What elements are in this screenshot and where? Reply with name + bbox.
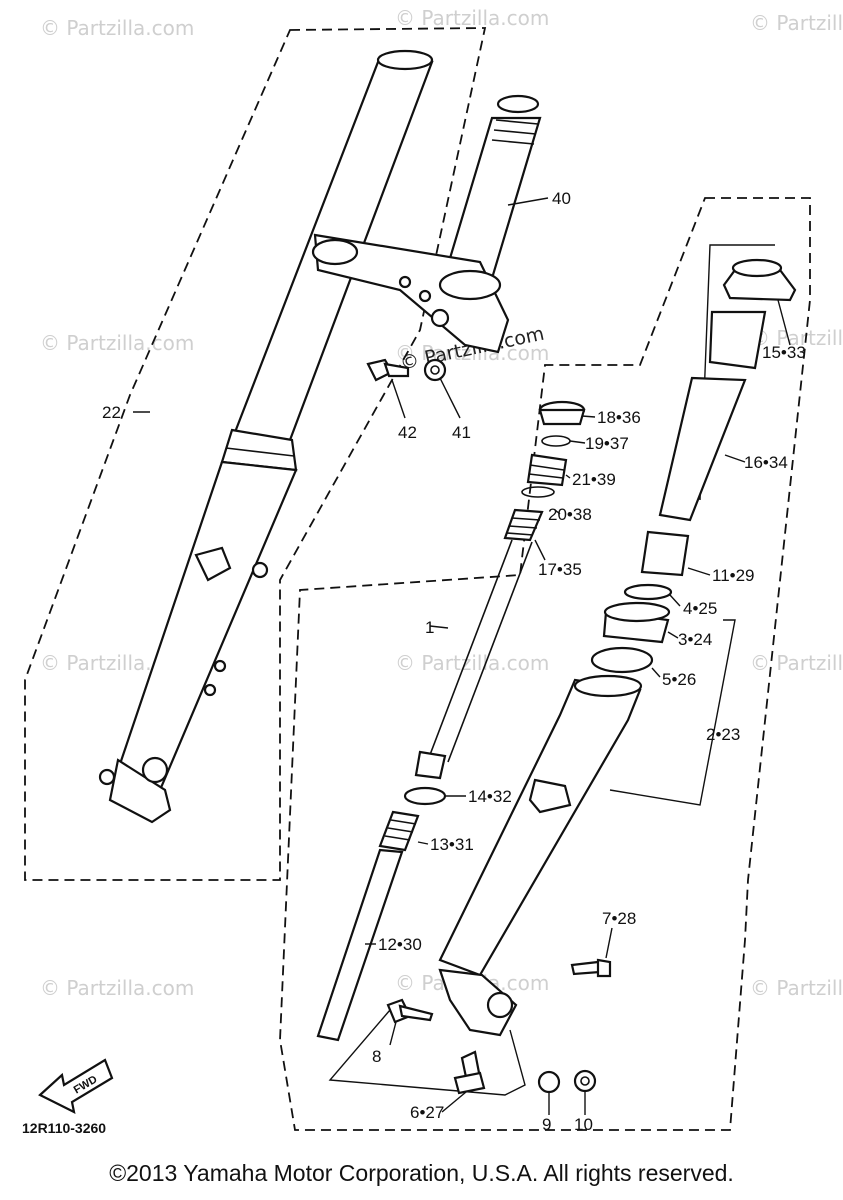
callout-14-32: 14•32 — [468, 787, 512, 806]
watermark: © Partzilla.com — [40, 976, 194, 1000]
watermark: © Partzilla.com — [750, 326, 843, 350]
callout-20-38: 20•38 — [548, 505, 592, 524]
leader-lines — [133, 197, 791, 1115]
forward-direction-arrow: FWD — [38, 1058, 114, 1114]
assembled-fork-leg — [98, 49, 434, 824]
right-assembly-boundary — [279, 197, 811, 1131]
group-bracket — [609, 619, 736, 806]
callout-21-39: 21•39 — [572, 470, 616, 489]
watermark: © Partzilla.com — [40, 331, 194, 355]
callout-2-23: 2•23 — [706, 725, 740, 744]
washer-41 — [423, 358, 447, 382]
callout-42: 42 — [398, 423, 417, 442]
watermark: © Partzilla.com — [395, 6, 549, 30]
callout-19-37: 19•37 — [585, 434, 629, 453]
watermark: © Partzilla.com — [750, 651, 843, 675]
callout-labels: 40 22 42 41 15•33 18•36 19•37 21•39 16•3… — [102, 189, 806, 1134]
callout-16-34: 16•34 — [744, 453, 788, 472]
callout-41: 41 — [452, 423, 471, 442]
watermark: © Partzilla.com — [750, 976, 843, 1000]
callout-17-35: 17•35 — [538, 560, 582, 579]
callout-40: 40 — [552, 189, 571, 208]
watermark: © Partzilla.com — [750, 11, 843, 35]
watermark: © Partzilla.com — [395, 651, 549, 675]
callout-13-31: 13•31 — [430, 835, 474, 854]
callout-7-28: 7•28 — [602, 909, 636, 928]
group-bracket — [328, 1009, 526, 1096]
callout-11-29: 11•29 — [712, 566, 755, 585]
callout-8: 8 — [372, 1047, 381, 1066]
exploded-fork-parts — [316, 258, 797, 1095]
callout-18-36: 18•36 — [597, 408, 641, 427]
bolt-42 — [366, 358, 410, 382]
copyright-notice: ©2013 Yamaha Motor Corporation, U.S.A. A… — [109, 1160, 734, 1186]
callout-15-33: 15•33 — [762, 343, 806, 362]
callout-6-27: 6•27 — [410, 1103, 444, 1122]
group-boundaries — [24, 27, 811, 1131]
diagram-code: 12R110-3260 — [22, 1120, 106, 1136]
callout-5-26: 5•26 — [662, 670, 696, 689]
left-assembly-boundary — [24, 27, 487, 881]
steering-stem-bracket — [311, 94, 542, 354]
callout-12-30: 12•30 — [378, 935, 422, 954]
callout-3-24: 3•24 — [678, 630, 712, 649]
watermark: © Partzilla.com — [40, 16, 194, 40]
callout-22: 22 — [102, 403, 121, 422]
callout-9: 9 — [542, 1115, 551, 1134]
callout-10: 10 — [574, 1115, 593, 1134]
callout-4-25: 4•25 — [683, 599, 717, 618]
callout-1: 1 — [425, 618, 434, 637]
